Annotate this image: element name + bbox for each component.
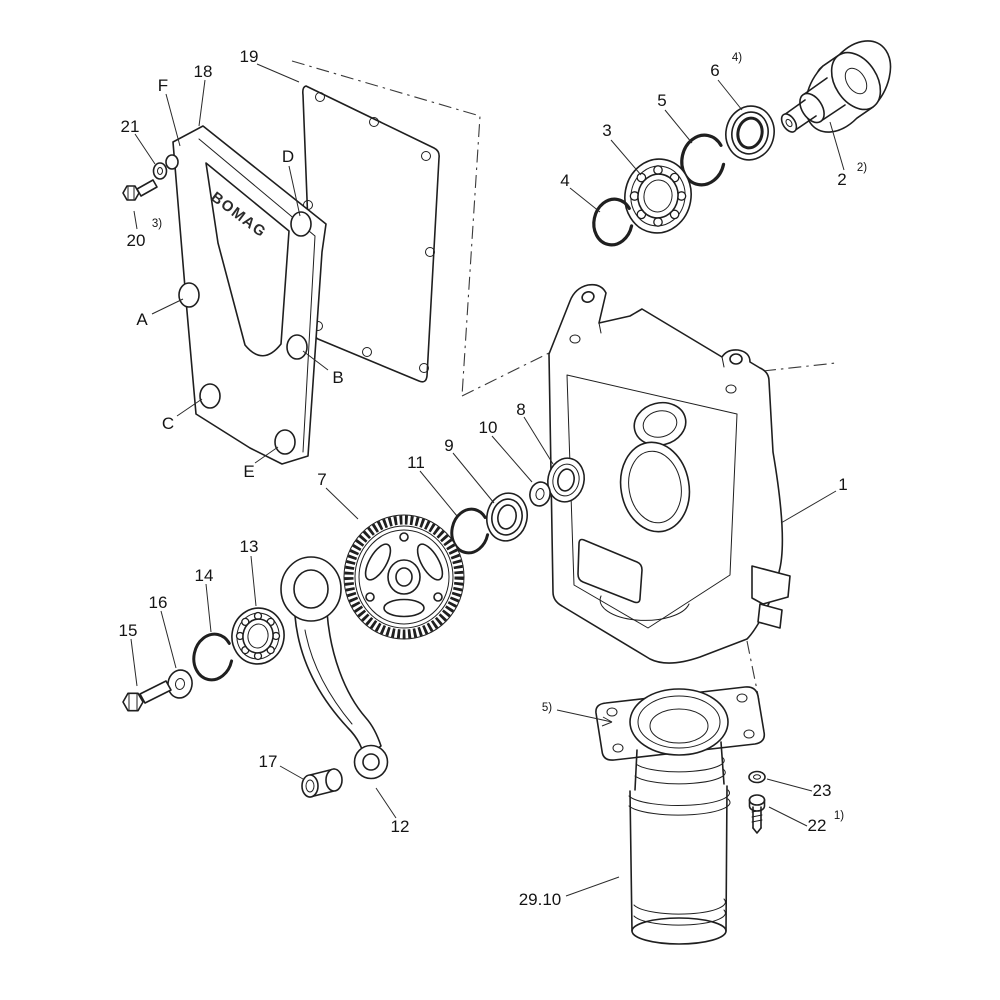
- washer-21: [152, 162, 168, 180]
- housing-ear-hole-left: [581, 291, 595, 303]
- seal-ring-6: [725, 105, 775, 161]
- callout-29-10: 29.10: [519, 890, 562, 909]
- callout-2: 2: [837, 170, 846, 189]
- callout-19: 19: [240, 47, 259, 66]
- callout-1: 1: [838, 475, 847, 494]
- callout-15: 15: [119, 621, 138, 640]
- screw-20: [122, 179, 158, 201]
- screw-22: [748, 794, 766, 834]
- callout-17: 17: [259, 752, 278, 771]
- housing-ear-hole-right: [729, 353, 743, 365]
- screw-15: [122, 680, 172, 712]
- ring-10: [529, 481, 551, 507]
- callout-6: 6: [710, 61, 719, 80]
- circlip-5: [680, 133, 726, 187]
- callout-16: 16: [149, 593, 168, 612]
- callout-18: 18: [194, 62, 213, 81]
- footnote-2: 2): [857, 162, 867, 174]
- callout-e: E: [243, 462, 254, 481]
- ball-bearing-3: [624, 158, 692, 234]
- cover-plate: BOMAG: [165, 125, 327, 465]
- callout-11: 11: [407, 453, 425, 472]
- callout-9: 9: [444, 436, 453, 455]
- callout-22: 22: [808, 816, 827, 835]
- shaft-2: [780, 40, 892, 133]
- housing-main-bore: [619, 441, 691, 533]
- callout-10: 10: [479, 418, 498, 437]
- housing: [548, 283, 791, 664]
- bearing-8: [547, 457, 585, 503]
- gear: [343, 514, 465, 640]
- bushing-17: [301, 768, 343, 798]
- callout-c: C: [162, 414, 174, 433]
- flange-tube: [595, 686, 766, 945]
- callout-14: 14: [195, 566, 214, 585]
- footnote-1: 1): [834, 810, 844, 822]
- hole-a: [178, 282, 200, 308]
- callout-5: 5: [657, 91, 666, 110]
- footnote-4: 4): [732, 52, 742, 64]
- housing-foot: [751, 565, 791, 605]
- bearing-9: [486, 492, 528, 542]
- callout-labels: 19 18 F 21 20 3) D A B C E 4 3 5 6 4) 2 …: [119, 47, 868, 909]
- callout-3: 3: [602, 121, 611, 140]
- washer-23: [748, 770, 766, 784]
- flange-opening: [629, 688, 729, 756]
- circlip-14: [192, 632, 234, 682]
- callout-f: F: [158, 76, 168, 95]
- hole-d: [290, 211, 312, 237]
- hole-f: [165, 154, 179, 170]
- footnote-3: 3): [152, 218, 162, 230]
- hole-b: [286, 334, 308, 360]
- callout-8: 8: [516, 400, 525, 419]
- callout-7: 7: [317, 470, 326, 489]
- callout-12: 12: [391, 817, 410, 836]
- circlip-11: [450, 507, 490, 555]
- washer-16: [167, 669, 193, 699]
- footnote-5: 5): [542, 702, 552, 714]
- callout-a: A: [136, 310, 148, 329]
- callout-21: 21: [121, 117, 140, 136]
- circlip-4: [592, 197, 634, 247]
- housing-upper-bore: [633, 401, 687, 447]
- leader-lines: [130, 63, 845, 897]
- ball-bearing-13: [231, 607, 285, 665]
- callout-23: 23: [813, 781, 832, 800]
- construction-lines: [291, 60, 837, 701]
- gasket: [302, 85, 440, 383]
- hole-c: [199, 383, 221, 409]
- hole-e: [274, 429, 296, 455]
- callout-4: 4: [560, 171, 569, 190]
- callout-20: 20: [127, 231, 146, 250]
- connecting-rod: [280, 556, 389, 780]
- callout-d: D: [282, 147, 294, 166]
- callout-b: B: [332, 368, 343, 387]
- callout-13: 13: [240, 537, 259, 556]
